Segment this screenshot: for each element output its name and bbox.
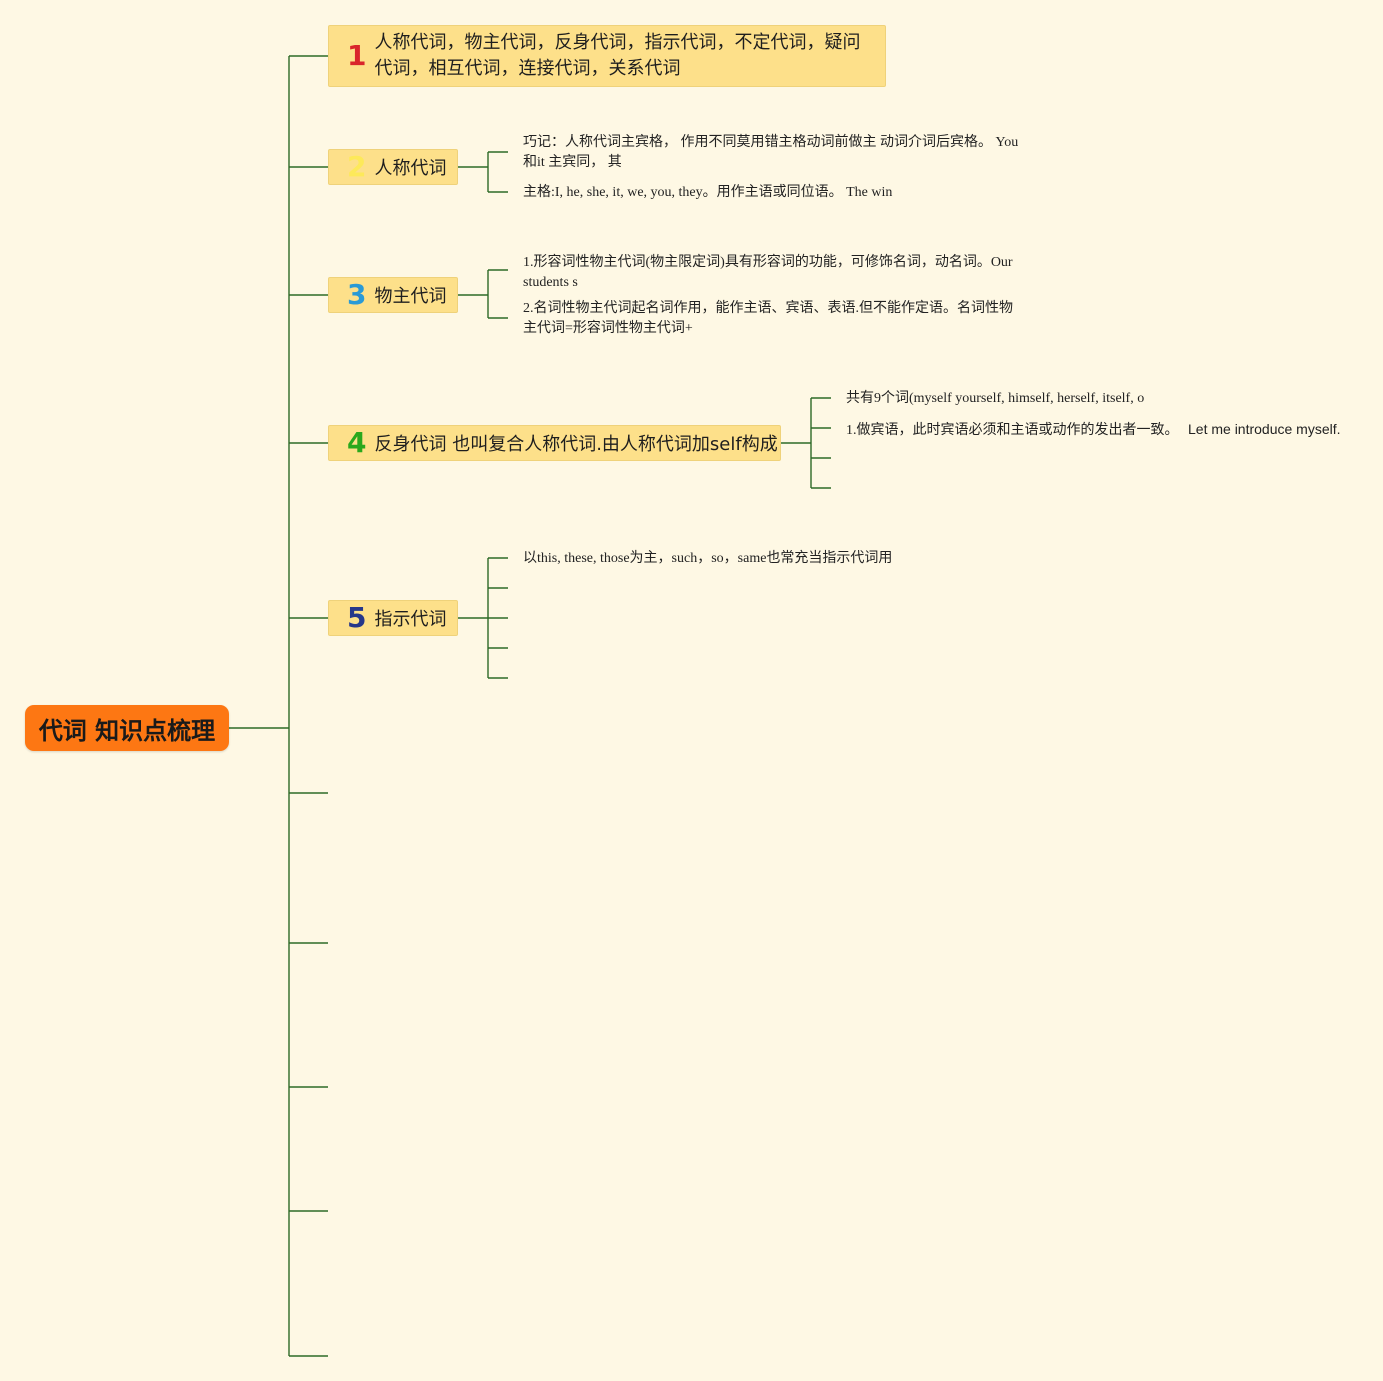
topic-5-node[interactable]: 5 指示代词 <box>328 600 458 636</box>
topic-5-child-1-text: 以this, these, those为主，such，so，same也常充当指示… <box>523 551 893 566</box>
number-2-icon: 2 <box>347 150 367 183</box>
topic-2-child-2-text: 主格:I, he, she, it, we, you, they。用作主语或同位… <box>523 185 893 200</box>
topic-4-child-2-text: 1.做宾语，此时宾语必须和主语或动作的发出者一致。 <box>846 423 1179 438</box>
topic-4-child-2[interactable]: 1.做宾语，此时宾语必须和主语或动作的发出者一致。 Let me introdu… <box>846 419 1341 441</box>
topic-2-node[interactable]: 2 人称代词 <box>328 149 458 185</box>
topic-4-child-2-example: Let me introduce myself. <box>1188 421 1341 437</box>
number-1-icon: 1 <box>347 39 367 72</box>
root-node[interactable]: 代词 知识点梳理 <box>25 705 229 751</box>
topic-1-node[interactable]: 1 人称代词，物主代词，反身代词，指示代词，不定代词，疑问代词，相互代词，连接代… <box>328 25 886 87</box>
topic-4-label: 反身代词 也叫复合人称代词.由人称代词加self构成 <box>374 434 778 455</box>
topic-3-child-2[interactable]: 2.名词性物主代词起名词作用，能作主语、宾语、表语.但不能作定语。名词性物主代词… <box>523 299 1023 339</box>
topic-3-label: 物主代词 <box>374 286 447 307</box>
topic-2-label: 人称代词 <box>374 158 447 179</box>
topic-3-node[interactable]: 3 物主代词 <box>328 277 458 313</box>
topic-3-child-1-text: 1.形容词性物主代词(物主限定词)具有形容词的功能，可修饰名词，动名词。Our … <box>523 255 1013 290</box>
topic-2-child-1[interactable]: 巧记：人称代词主宾格， 作用不同莫用错主格动词前做主 动词介词后宾格。 You … <box>523 133 1028 173</box>
topic-3-child-2-text: 2.名词性物主代词起名词作用，能作主语、宾语、表语.但不能作定语。名词性物主代词… <box>523 301 1013 336</box>
topic-2-child-1-text: 巧记：人称代词主宾格， 作用不同莫用错主格动词前做主 动词介词后宾格。 You … <box>523 135 1019 170</box>
topic-3-child-1[interactable]: 1.形容词性物主代词(物主限定词)具有形容词的功能，可修饰名词，动名词。Our … <box>523 253 1023 293</box>
topic-4-child-1[interactable]: 共有9个词(myself yourself, himself, herself,… <box>846 389 1144 409</box>
topic-2-child-2[interactable]: 主格:I, he, she, it, we, you, they。用作主语或同位… <box>523 183 892 203</box>
topic-5-child-1[interactable]: 以this, these, those为主，such，so，same也常充当指示… <box>523 549 892 569</box>
number-4-icon: 4 <box>347 426 367 459</box>
topic-5-label: 指示代词 <box>374 609 447 630</box>
number-5-icon: 5 <box>347 601 367 634</box>
topic-4-node[interactable]: 4 反身代词 也叫复合人称代词.由人称代词加self构成 <box>328 425 781 461</box>
topic-1-label: 人称代词，物主代词，反身代词，指示代词，不定代词，疑问代词，相互代词，连接代词，… <box>374 32 861 79</box>
root-label: 代词 知识点梳理 <box>38 716 216 745</box>
topic-4-child-1-text: 共有9个词(myself yourself, himself, herself,… <box>846 391 1145 406</box>
number-3-icon: 3 <box>347 278 367 311</box>
